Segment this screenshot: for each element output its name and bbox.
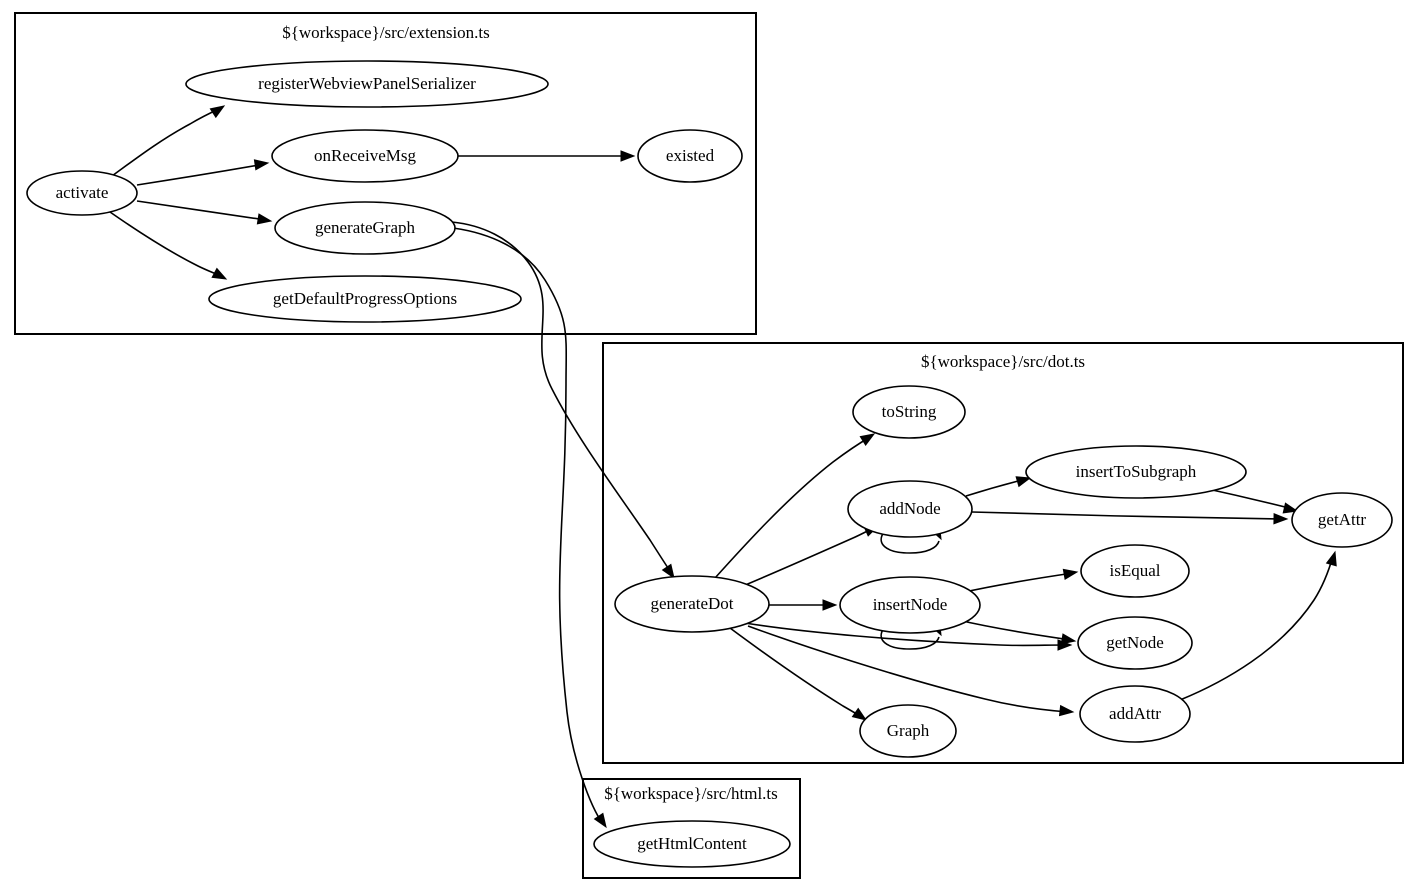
arrowhead — [1273, 513, 1289, 525]
node-label-insertNode: insertNode — [873, 595, 948, 614]
node-generateGraph[interactable]: generateGraph — [274, 201, 456, 255]
node-ellipse-existed[interactable] — [637, 129, 743, 183]
node-isEqual[interactable]: isEqual — [1080, 544, 1190, 598]
edge-activate-to-getDefaultProgressOptions — [109, 211, 224, 278]
node-label-generateDot: generateDot — [650, 594, 733, 613]
cluster-label-dot: ${workspace}/src/dot.ts — [921, 352, 1085, 371]
node-ellipse-isEqual[interactable] — [1080, 544, 1190, 598]
edge-generateGraph-to-generateDot — [451, 221, 671, 572]
cluster-label-html: ${workspace}/src/html.ts — [604, 784, 778, 803]
node-getNode[interactable]: getNode — [1077, 616, 1193, 670]
arrowhead — [1060, 633, 1077, 645]
edge-addAttr-to-getAttr — [1179, 555, 1334, 701]
node-getHtmlContent[interactable]: getHtmlContent — [593, 820, 791, 868]
edge-insertNode-to-insertNode — [880, 627, 940, 650]
node-ellipse-toString[interactable] — [852, 385, 966, 439]
node-label-Graph: Graph — [887, 721, 930, 740]
node-label-addAttr: addAttr — [1109, 704, 1161, 723]
edge-generateDot-to-getNode — [744, 622, 1067, 647]
edge-generateDot-to-addNode — [737, 527, 875, 589]
node-generateDot[interactable]: generateDot — [614, 575, 770, 633]
node-group: activate registerWebviewPanelSerializer on… — [26, 60, 1393, 868]
node-ellipse-insertNode[interactable] — [839, 576, 981, 634]
node-activate[interactable]: activate — [26, 170, 138, 216]
arrowhead — [1325, 550, 1337, 567]
edge-generateGraph-to-getHtmlContent — [452, 227, 604, 825]
node-label-existed: existed — [666, 146, 715, 165]
edge-insertNode-to-isEqual — [959, 572, 1074, 594]
node-registerWebviewPanelSerializer[interactable]: registerWebviewPanelSerializer — [185, 60, 549, 108]
arrowhead — [620, 150, 636, 162]
edge-generateDot-to-Graph — [729, 627, 864, 719]
node-label-getNode: getNode — [1106, 633, 1164, 652]
node-ellipse-generateGraph[interactable] — [274, 201, 456, 255]
arrowhead — [211, 267, 228, 280]
node-label-getHtmlContent: getHtmlContent — [637, 834, 747, 853]
edge-addNode-to-getAttr — [971, 511, 1283, 520]
node-label-activate: activate — [56, 183, 109, 202]
node-label-getDefaultProgressOptions: getDefaultProgressOptions — [273, 289, 457, 308]
node-addAttr[interactable]: addAttr — [1079, 685, 1191, 743]
node-onReceiveMsg[interactable]: onReceiveMsg — [271, 129, 459, 183]
node-ellipse-Graph[interactable] — [859, 704, 957, 758]
cluster-box-extension — [14, 12, 757, 335]
arrowhead — [1058, 704, 1075, 717]
node-ellipse-getHtmlContent[interactable] — [593, 820, 791, 868]
node-label-onReceiveMsg: onReceiveMsg — [314, 146, 416, 165]
edge-insertNode-to-getNode — [957, 619, 1072, 641]
arrowhead — [1015, 476, 1032, 488]
arrowhead — [1282, 502, 1299, 514]
arrowhead — [859, 433, 876, 447]
arrowhead — [593, 812, 607, 829]
edge-generateDot-to-toString — [714, 436, 871, 579]
arrowhead — [851, 707, 868, 721]
node-ellipse-generateDot[interactable] — [614, 575, 770, 633]
node-ellipse-activate[interactable] — [26, 170, 138, 216]
node-label-toString: toString — [882, 402, 937, 421]
arrowhead — [256, 213, 273, 225]
node-Graph[interactable]: Graph — [859, 704, 957, 758]
node-addNode[interactable]: addNode — [847, 480, 973, 538]
node-ellipse-addAttr[interactable] — [1079, 685, 1191, 743]
arrowhead — [661, 563, 675, 580]
node-label-generateGraph: generateGraph — [315, 218, 416, 237]
arrowhead — [1062, 568, 1079, 580]
arrowhead — [209, 105, 226, 119]
cluster-label-extension: ${workspace}/src/extension.ts — [282, 23, 490, 42]
node-ellipse-getAttr[interactable] — [1291, 492, 1393, 548]
node-existed[interactable]: existed — [637, 129, 743, 183]
node-label-getAttr: getAttr — [1318, 510, 1366, 529]
node-insertToSubgraph[interactable]: insertToSubgraph — [1025, 445, 1247, 499]
cluster-box-html — [582, 778, 801, 879]
cluster-html: ${workspace}/src/html.ts — [582, 778, 801, 879]
node-ellipse-getNode[interactable] — [1077, 616, 1193, 670]
node-label-addNode: addNode — [879, 499, 940, 518]
node-getAttr[interactable]: getAttr — [1291, 492, 1393, 548]
cluster-group: ${workspace}/src/extension.ts ${workspace… — [14, 12, 1404, 879]
node-ellipse-addNode[interactable] — [847, 480, 973, 538]
arrowhead-group — [209, 105, 1337, 829]
node-label-isEqual: isEqual — [1110, 561, 1161, 580]
edge-generateDot-to-addAttr — [747, 625, 1069, 713]
cluster-extension: ${workspace}/src/extension.ts — [14, 12, 757, 335]
node-getDefaultProgressOptions[interactable]: getDefaultProgressOptions — [208, 275, 522, 323]
node-toString[interactable]: toString — [852, 385, 966, 439]
edge-addNode-to-addNode — [880, 531, 940, 554]
node-ellipse-insertToSubgraph[interactable] — [1025, 445, 1247, 499]
node-label-registerWebviewPanelSerializer: registerWebviewPanelSerializer — [258, 74, 476, 93]
node-ellipse-registerWebviewPanelSerializer[interactable] — [185, 60, 549, 108]
node-ellipse-getDefaultProgressOptions[interactable] — [208, 275, 522, 323]
arrowhead — [822, 599, 838, 611]
cluster-dot: ${workspace}/src/dot.ts — [602, 342, 1404, 764]
cluster-box-dot — [602, 342, 1404, 764]
edge-activate-to-registerWebviewPanelSerializer — [111, 107, 222, 177]
node-insertNode[interactable]: insertNode — [839, 576, 981, 634]
node-label-insertToSubgraph: insertToSubgraph — [1076, 462, 1197, 481]
arrowhead — [253, 159, 270, 171]
edge-activate-to-generateGraph — [136, 200, 267, 221]
edge-activate-to-onReceiveMsg — [136, 163, 266, 186]
node-ellipse-onReceiveMsg[interactable] — [271, 129, 459, 183]
